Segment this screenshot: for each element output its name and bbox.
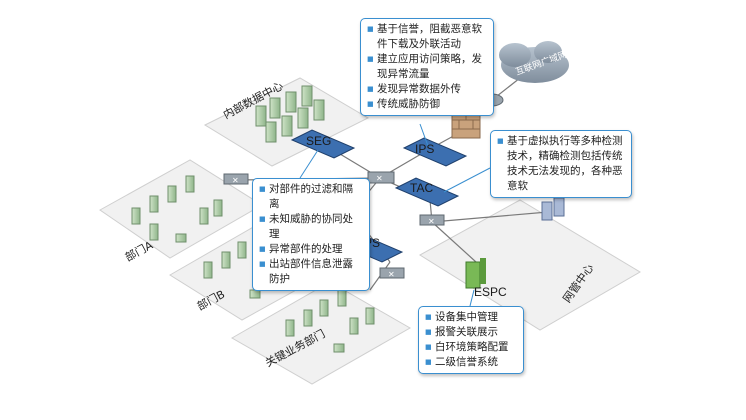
espc-server: [465, 258, 486, 289]
mgmt-servers: [541, 197, 565, 221]
tac-callout: 基于虚拟执行等多种检测技术，精确检测包括传统技术无法发现的，各种恶意软: [490, 130, 632, 198]
ips-appliance: [402, 137, 468, 167]
ips-label: IPS: [415, 142, 435, 156]
key-dept-pcs: [285, 289, 375, 353]
firewall-icon: [451, 111, 481, 139]
seg-appliance: [290, 129, 356, 159]
seg-callout-item: 未知威胁的协同处理: [259, 212, 363, 242]
ips-callout-item: 基于信誉，阻截恶意软件下载及外联活动: [367, 22, 487, 52]
seg-callout: 对部件的过滤和隔离 未知威胁的协同处理 异常部件的处理 出站部件信息泄露防护: [252, 178, 370, 291]
ips-callout-item: 发现异常数据外传: [367, 82, 487, 97]
svg-text:✕: ✕: [428, 217, 435, 226]
switch-tac-icon: ✕: [419, 214, 445, 226]
ips-callout-item: 传统威胁防御: [367, 97, 487, 112]
seg-label: SEG: [306, 134, 332, 148]
dept-a-pcs: [131, 175, 223, 243]
espc-callout-item: 二级信誉系统: [425, 355, 517, 370]
svg-text:✕: ✕: [376, 174, 383, 183]
seg-callout-item: 对部件的过滤和隔离: [259, 182, 363, 212]
espc-callout-item: 白环境策略配置: [425, 340, 517, 355]
svg-text:✕: ✕: [388, 270, 395, 279]
switch-dept-icon: ✕: [223, 173, 249, 185]
espc-callout-item: 报警关联展示: [425, 325, 517, 340]
espc-callout-item: 设备集中管理: [425, 310, 517, 325]
espc-callout: 设备集中管理 报警关联展示 白环境策略配置 二级信誉系统: [418, 306, 524, 374]
switch-core-icon: ✕: [367, 171, 395, 184]
svg-text:✕: ✕: [232, 176, 239, 185]
seg-callout-item: 异常部件的处理: [259, 242, 363, 257]
seg-callout-item: 出站部件信息泄露防护: [259, 257, 363, 287]
switch-key-icon: ✕: [379, 267, 405, 279]
tac-appliance: [394, 177, 460, 207]
dc-servers: [255, 85, 325, 143]
espc-label: ESPC: [474, 285, 507, 299]
network-mgmt-zone: [419, 199, 641, 331]
internet-cloud: [499, 41, 569, 83]
ips-callout: 基于信誉，阻截恶意软件下载及外联活动 建立应用访问策略，发现异常流量 发现异常数…: [360, 18, 494, 116]
tac-label: TAC: [410, 181, 434, 195]
callout-pointers: [299, 123, 491, 307]
tac-callout-item: 基于虚拟执行等多种检测技术，精确检测包括传统技术无法发现的，各种恶意软: [497, 134, 625, 194]
ips-callout-item: 建立应用访问策略，发现异常流量: [367, 52, 487, 82]
